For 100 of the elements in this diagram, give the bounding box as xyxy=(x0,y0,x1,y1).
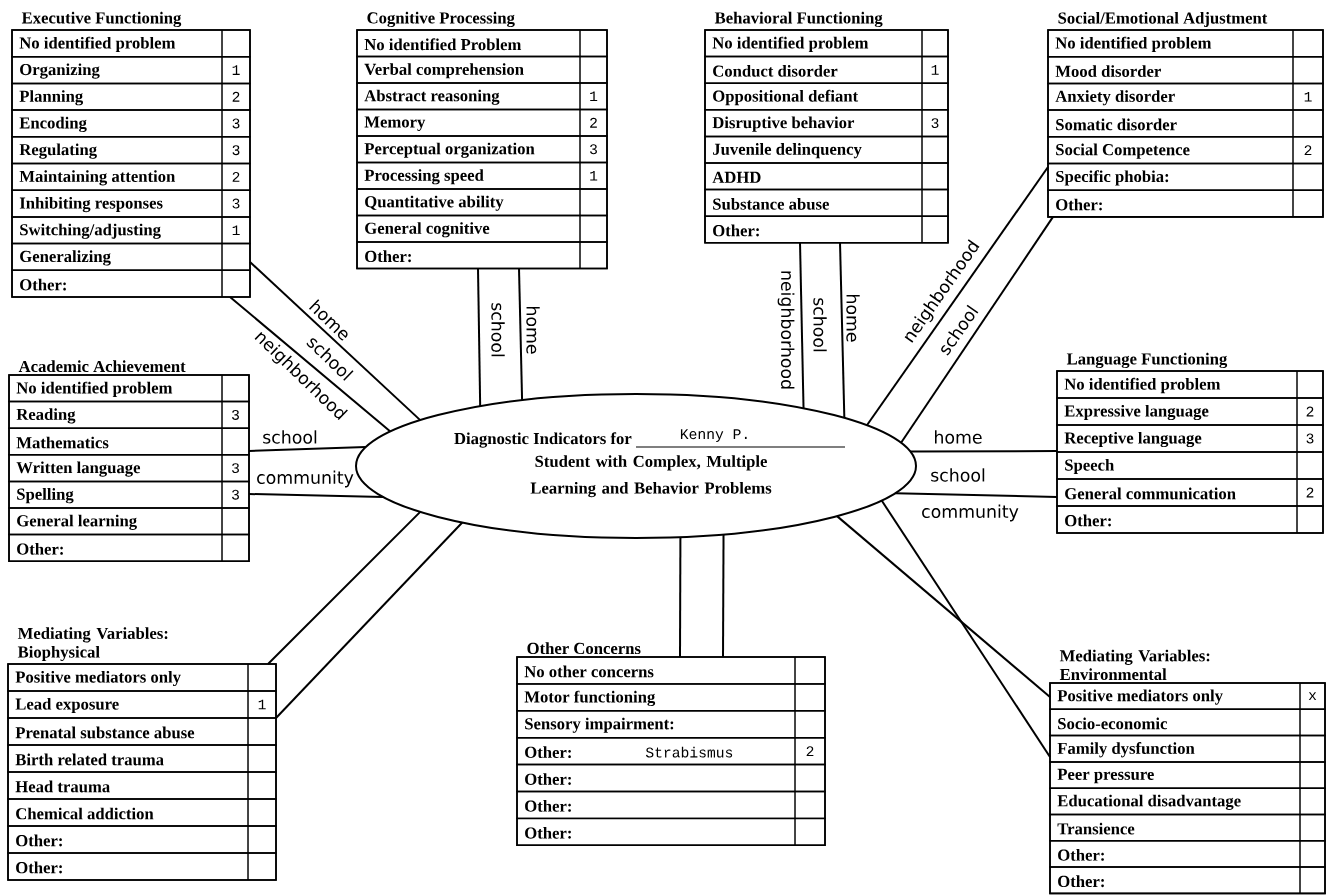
checklist-row: Peer pressure xyxy=(1049,761,1326,789)
checklist-row: Written language 3 xyxy=(8,454,250,483)
checklist-row: Inhibiting responses 3 xyxy=(11,189,251,218)
connector-line xyxy=(722,533,725,658)
checklist-row: Transience xyxy=(1049,813,1326,842)
checklist-row: General cognitive xyxy=(356,214,608,243)
checklist-row: Other: xyxy=(1049,840,1326,868)
checklist-row: No identified problem xyxy=(1056,370,1324,399)
checklist-row: Anxiety disorder 1 xyxy=(1047,82,1324,111)
context-label: school xyxy=(931,468,985,482)
node-label: Mediating Variables: Biophysical xyxy=(17,627,168,662)
checklist-row: Speech xyxy=(1056,451,1324,480)
checklist-row: No identified problem xyxy=(704,29,949,58)
checklist-row: Birth related trauma xyxy=(7,744,277,773)
checklist-row: Planning 2 xyxy=(11,82,251,111)
connector-line xyxy=(799,241,805,410)
context-label: home xyxy=(935,430,982,444)
checklist-row: Perceptual organization 3 xyxy=(356,135,608,164)
checklist-row: Encoding 3 xyxy=(11,109,251,138)
node-label: Academic Achievement xyxy=(18,360,186,373)
checklist-row: Oppositional defiant xyxy=(704,82,949,111)
connector-line xyxy=(248,446,367,452)
checklist-row: Other: xyxy=(7,852,277,881)
context-label: school xyxy=(263,430,317,444)
checklist-row: Chemical addiction xyxy=(7,798,277,827)
checklist-row: Conduct disorder 1 xyxy=(704,55,949,84)
checklist-row: Other: xyxy=(356,241,608,270)
connector-line xyxy=(679,536,682,658)
checklist-row: Other: Strabismus 2 xyxy=(516,736,826,766)
checklist-row: No identified problem xyxy=(8,374,250,403)
connector-line xyxy=(900,215,1054,444)
checklist-row: Receptive language 3 xyxy=(1056,424,1324,453)
checklist-row: Other: xyxy=(1049,866,1326,895)
checklist-row: Head trauma xyxy=(7,771,277,800)
node-label: Mediating Variables: Environmental xyxy=(1059,649,1210,681)
checklist-row: Specific phobia: xyxy=(1047,162,1324,191)
checklist-row: Positive mediators only xyxy=(7,663,277,692)
context-label: community xyxy=(257,470,354,488)
checklist-row: No identified Problem xyxy=(356,29,608,58)
checklist-row: Lead exposure 1 xyxy=(7,690,277,719)
connector-line xyxy=(249,261,422,422)
connector-line xyxy=(839,241,846,419)
checklist-row: Other: xyxy=(7,825,277,854)
connector-line xyxy=(229,296,392,433)
checklist-row: Quantitative ability xyxy=(356,188,608,217)
connector-line xyxy=(865,166,1049,427)
checklist-row: No other concerns xyxy=(516,656,826,685)
context-label: school xyxy=(491,303,505,357)
context-label: home xyxy=(846,295,860,342)
checklist-row: Other: xyxy=(1047,189,1324,218)
checklist-row: Motor functioning xyxy=(516,683,826,712)
checklist-row: Switching/adjusting 1 xyxy=(11,216,251,245)
checklist-row: General learning xyxy=(8,507,250,536)
context-label: neighborhood xyxy=(777,271,795,389)
node-label: Social/Emotional Adjustment xyxy=(1058,11,1268,28)
checklist-row: Expressive language 2 xyxy=(1056,397,1324,426)
connector-line xyxy=(267,510,422,665)
checklist-row: Other: xyxy=(516,763,826,793)
context-label: home xyxy=(526,307,540,354)
node-label: Other Concerns xyxy=(527,642,641,655)
checklist-row: Positive mediators only x xyxy=(1049,682,1326,711)
checklist-row: Memory 2 xyxy=(356,108,608,137)
connector-line xyxy=(880,499,1051,758)
node-label: Executive Functioning xyxy=(21,11,182,28)
checklist-row: Spelling 3 xyxy=(8,480,250,509)
checklist-row: Educational disadvantage xyxy=(1049,787,1326,816)
connector-line xyxy=(248,493,385,498)
checklist-row: Other: xyxy=(516,817,826,847)
context-label: school xyxy=(813,298,827,352)
checklist-row: Other: xyxy=(704,215,949,244)
checklist-row: Socio-economic xyxy=(1049,708,1326,737)
checklist-row: Abstract reasoning 1 xyxy=(356,82,608,111)
checklist-row: Somatic disorder xyxy=(1047,109,1324,138)
checklist-row: Other: xyxy=(1056,505,1324,534)
connector-line xyxy=(275,521,464,719)
checklist-row: Other: xyxy=(11,269,251,298)
checklist-row: Other: xyxy=(8,533,250,562)
checklist-row: Organizing 1 xyxy=(11,55,251,85)
checklist-row: Regulating 3 xyxy=(11,136,251,165)
checklist-row: Juvenile delinquency xyxy=(704,135,949,164)
connector-line xyxy=(518,267,524,402)
checklist-row: Disruptive behavior 3 xyxy=(704,109,949,138)
checklist-row: Social Competence 2 xyxy=(1047,136,1324,165)
connector-line xyxy=(477,267,482,408)
checklist-row: Substance abuse xyxy=(704,188,949,217)
node-label: Behavioral Functioning xyxy=(714,11,883,28)
checklist-row: Generalizing xyxy=(11,242,251,272)
checklist-row: Mathematics xyxy=(8,427,250,456)
checklist-row: Sensory impairment: xyxy=(516,710,826,739)
checklist-row: ADHD xyxy=(704,162,949,191)
node-label: Cognitive Processing xyxy=(367,11,515,28)
checklist-row: Mood disorder xyxy=(1047,55,1324,85)
connector-line xyxy=(836,515,1051,698)
checklist-row: General communication 2 xyxy=(1056,478,1324,507)
checklist-row: Processing speed 1 xyxy=(356,161,608,190)
connector-line xyxy=(909,450,1058,453)
checklist-row: Other: xyxy=(516,790,826,820)
checklist-row: Family dysfunction xyxy=(1049,734,1326,763)
checklist-row: Reading 3 xyxy=(8,400,250,429)
node-label: Language Functioning xyxy=(1066,352,1228,369)
